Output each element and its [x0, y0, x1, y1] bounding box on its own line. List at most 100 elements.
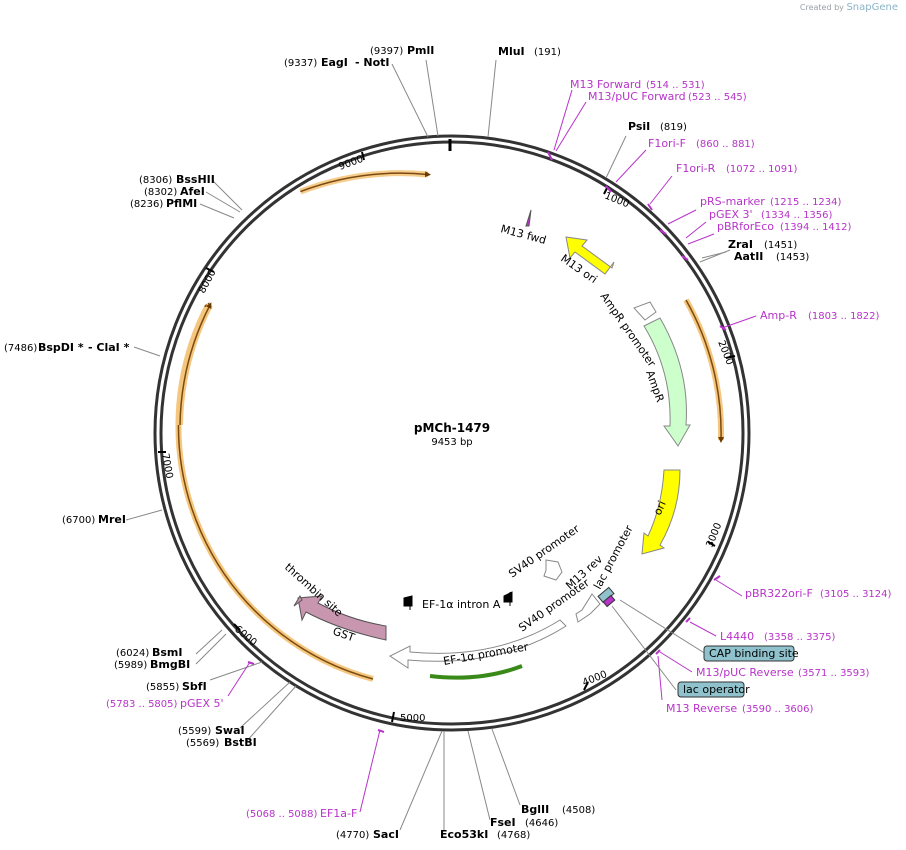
primer-pos: (1334 .. 1356) — [761, 210, 833, 221]
site-pos: (8302) — [144, 187, 177, 198]
thrombin-site-mark — [293, 594, 303, 607]
site-label: AfeI — [180, 185, 205, 198]
site-label: BstBI — [224, 736, 257, 749]
primer-ticks — [247, 151, 727, 733]
site-label: BmgBI — [150, 658, 190, 671]
site-label: PmlI — [407, 44, 434, 57]
primer-pos: (1072 .. 1091) — [726, 164, 798, 175]
site-label: PflMI — [166, 197, 197, 210]
backbone-outer — [153, 134, 751, 732]
snapgene-logo: SnapGene — [846, 2, 898, 13]
site-pos: (4508) — [562, 805, 595, 816]
primer-label: pBRforEco — [717, 220, 774, 233]
site-label: FseI — [490, 816, 516, 829]
site-labels: MluI (191) PsiI (819) ZraI (1451) AatII … — [4, 44, 809, 841]
site-label: BglII — [521, 803, 549, 816]
sv40-promoter-arrow-1 — [543, 559, 563, 581]
site-label: SbfI — [182, 680, 207, 693]
site-pos: (9397) — [370, 46, 403, 57]
snapgene-credit: Created by SnapGene — [800, 2, 898, 13]
feature-label: M13 fwd — [499, 222, 547, 247]
site-pos: (8236) — [130, 199, 163, 210]
primer-pos: (5068 .. 5088) — [246, 809, 318, 820]
site-label: MreI — [98, 513, 126, 526]
ori-arrow — [641, 469, 681, 555]
site-label: BspDI * — [38, 341, 84, 354]
primer-labels: M13 Forward (514 .. 531) M13/pUC Forward… — [106, 78, 892, 820]
feature-label: EF-1α promoter — [442, 640, 529, 668]
site-pos: (6700) — [62, 515, 95, 526]
site-pos: (191) — [534, 47, 561, 58]
site-label: AatII — [734, 250, 763, 263]
cap-binding-site-label: CAP binding site — [709, 647, 799, 660]
site-pos: (5989) — [114, 660, 147, 671]
primer-pos: (1394 .. 1412) — [780, 222, 852, 233]
lac-operator-label: lac operator — [683, 683, 750, 696]
primer-label: pGEX 3' — [709, 208, 753, 221]
site-label: EagI — [321, 56, 348, 69]
site-pos: (7486) — [4, 343, 37, 354]
site-pos: (4646) — [525, 818, 558, 829]
tick-label: 8000 — [197, 268, 219, 296]
tick-label: 2000 — [715, 339, 735, 367]
orf-arcs — [175, 170, 725, 682]
sv40-promoter-arrow-2 — [575, 593, 601, 623]
primer-pos: (5783 .. 5805) — [106, 699, 178, 710]
site-label: SwaI — [215, 724, 245, 737]
m13-fwd-mark — [525, 209, 532, 227]
primer-label: L4440 — [720, 630, 754, 643]
site-label: - NotI — [355, 56, 390, 69]
site-pos: (9337) — [284, 58, 317, 69]
primer-pos: (3358 .. 3375) — [764, 632, 836, 643]
primer-pos: (523 .. 545) — [688, 92, 747, 103]
feature-label: AmpR — [643, 369, 667, 405]
plasmid-name: pMCh-1479 — [414, 421, 490, 435]
site-label: BssHII — [176, 173, 215, 186]
gst-arrow — [297, 595, 387, 641]
backbone-inner — [159, 140, 745, 726]
primer-label: pBR322ori-F — [745, 587, 813, 600]
intron-flag-right — [503, 591, 513, 606]
site-label: - ClaI * — [88, 341, 130, 354]
site-lines — [125, 59, 731, 831]
site-pos: (1453) — [776, 252, 809, 263]
primer-label: F1ori-R — [676, 162, 716, 175]
site-label: BsmI — [152, 646, 183, 659]
primer-label: M13 Forward — [570, 78, 641, 91]
lac-operator-box — [677, 681, 745, 698]
site-label: Eco53kI — [440, 828, 488, 841]
site-pos: (4768) — [497, 830, 530, 841]
site-label: SacI — [373, 828, 399, 841]
feature-label: EF-1α intron A — [422, 598, 501, 611]
site-pos: (1451) — [764, 240, 797, 251]
primer-label: Amp-R — [760, 309, 797, 322]
lac-operator-mark — [602, 594, 616, 608]
boxed-features: CAP binding site lac operator — [611, 599, 799, 698]
credit-prefix: Created by — [799, 3, 844, 12]
feature-label: ori — [651, 499, 669, 517]
plasmid-size: 9453 bp — [431, 437, 472, 448]
ampr-arrow — [643, 317, 691, 447]
primer-pos: (1803 .. 1822) — [808, 311, 880, 322]
primer-label: EF1a-F — [320, 807, 357, 820]
feature-label: SV40 promoter — [506, 522, 582, 581]
site-pos: (819) — [660, 122, 687, 133]
primer-lines — [227, 89, 757, 813]
tick-label: 5000 — [400, 713, 425, 724]
primer-pos: (1215 .. 1234) — [770, 197, 842, 208]
primer-pos: (3590 .. 3606) — [742, 704, 814, 715]
primer-pos: (3105 .. 3124) — [820, 589, 892, 600]
tick-label: 7000 — [159, 453, 174, 480]
site-pos: (6024) — [116, 648, 149, 659]
site-label: PsiI — [628, 120, 650, 133]
site-label: MluI — [498, 45, 525, 58]
primer-label: M13 Reverse — [666, 702, 737, 715]
site-pos: (5855) — [146, 682, 179, 693]
site-pos: (4770) — [336, 830, 369, 841]
primer-pos: (3571 .. 3593) — [798, 668, 870, 679]
intron-flag-left — [403, 595, 413, 610]
site-pos: (8306) — [139, 175, 172, 186]
site-label: ZraI — [728, 238, 753, 251]
ampr-promoter-arrow — [633, 301, 657, 321]
